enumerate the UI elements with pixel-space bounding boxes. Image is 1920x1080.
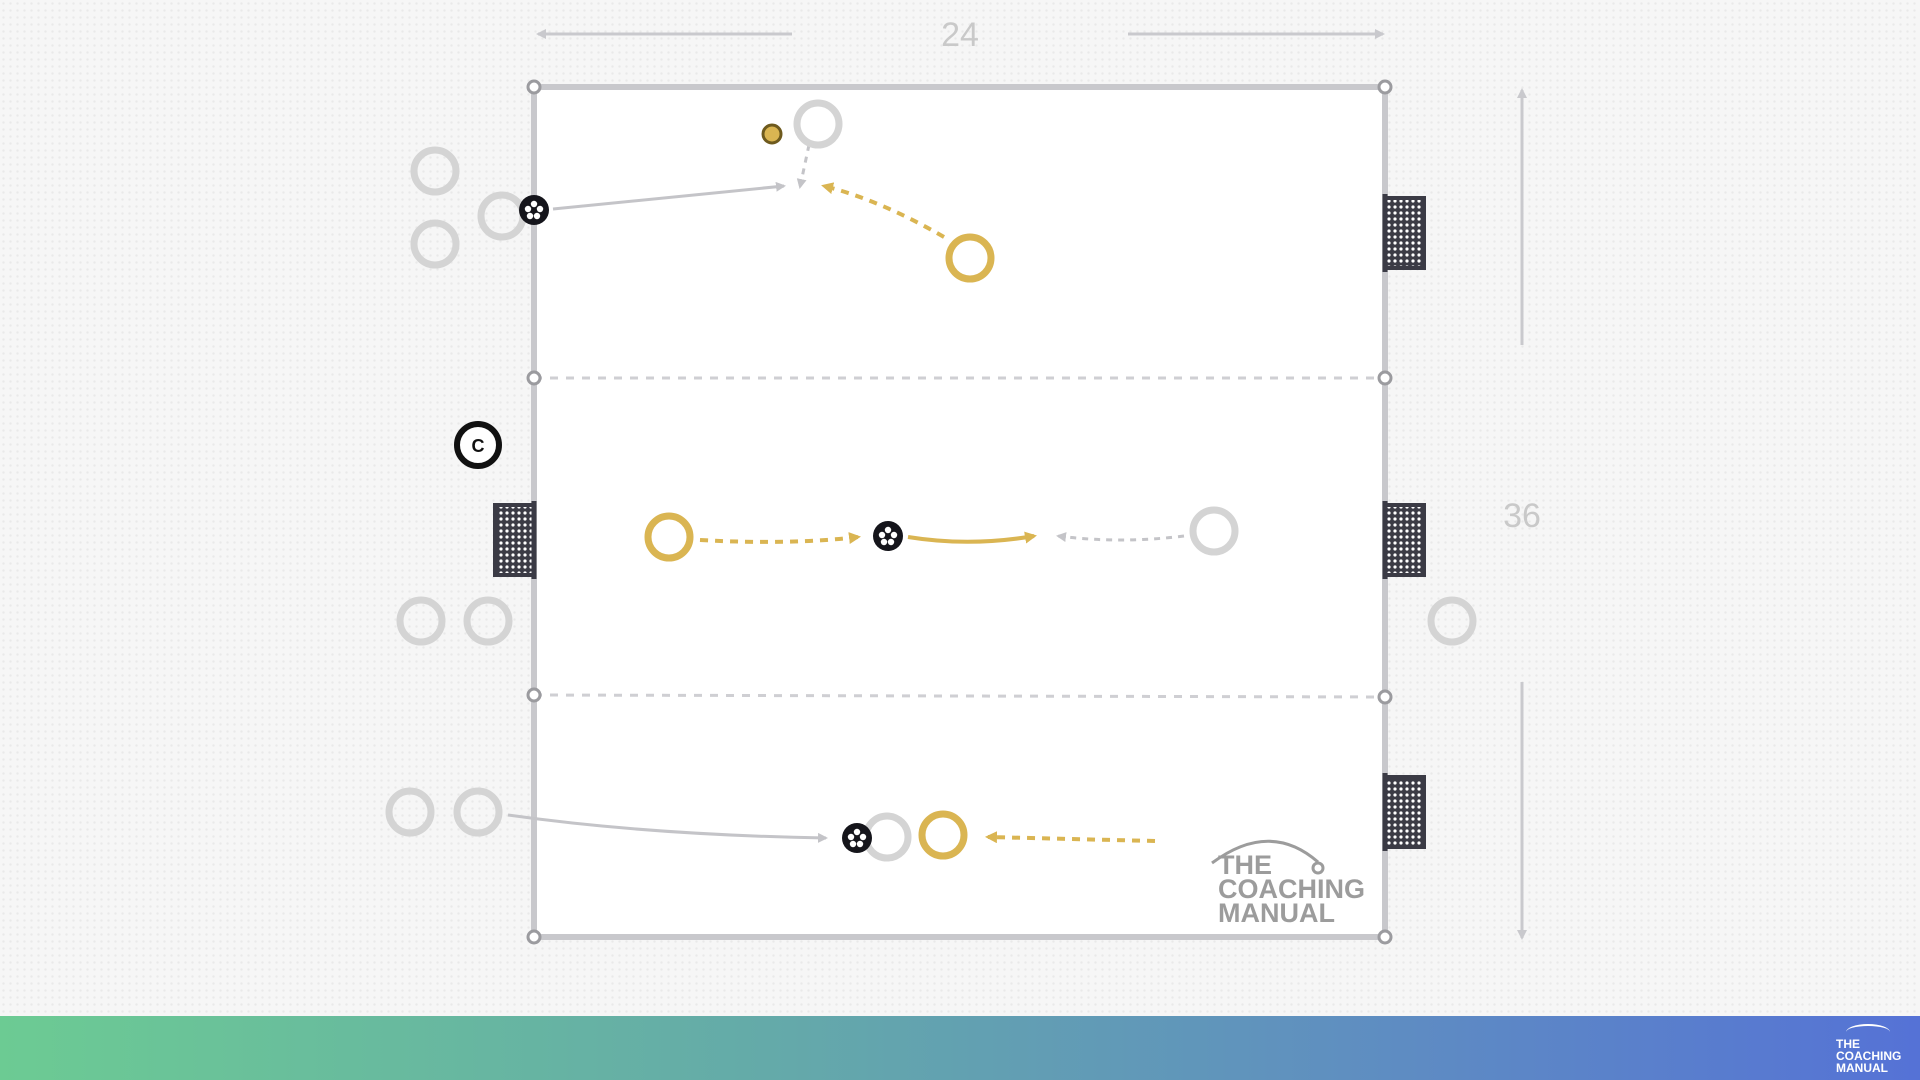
attacker-run	[985, 831, 1156, 844]
length-label: 36	[1503, 497, 1541, 535]
defending-players	[385, 99, 1477, 862]
footer-logo-line-3: MANUAL	[1836, 1061, 1888, 1075]
footer-logo-line-2: COACHING	[1836, 1049, 1902, 1063]
goal-left-middle	[493, 501, 537, 579]
marker-cone	[1377, 79, 1393, 95]
marker-cone	[1377, 689, 1393, 705]
player-defender	[1189, 506, 1239, 556]
width-dimension: 24	[536, 16, 1385, 54]
player-defender	[453, 787, 503, 837]
player-defender	[396, 596, 446, 646]
player-defender	[1427, 596, 1477, 646]
movement-lines	[507, 144, 1185, 844]
player-defender	[410, 219, 460, 269]
footer-logo-line-1: THE	[1836, 1037, 1860, 1051]
attacking-players	[644, 233, 995, 860]
footer-logo: THE COACHING MANUAL	[1836, 1024, 1910, 1074]
goal-right-top	[1382, 194, 1426, 272]
logo-line-2: COACHING	[1218, 874, 1365, 904]
attacker-run	[699, 532, 861, 545]
footer-bar: THE COACHING MANUAL	[0, 1016, 1920, 1080]
player-defender	[410, 146, 460, 196]
player-defender	[463, 596, 513, 646]
ball-icon	[519, 195, 549, 225]
player-attacker	[918, 810, 968, 860]
logo-line-3: MANUAL	[1218, 898, 1335, 928]
coach-marker: C	[454, 421, 502, 469]
goal-right-bottom	[1382, 773, 1426, 851]
goal-right-middle	[1382, 501, 1426, 579]
pass-line	[507, 813, 828, 843]
coach-label: C	[472, 436, 485, 456]
width-label: 24	[941, 16, 979, 54]
marker-cone	[1377, 370, 1393, 386]
pitch	[534, 87, 1385, 937]
player-attacker	[945, 233, 995, 283]
player-defender	[477, 191, 527, 241]
length-dimension: 36	[1503, 88, 1541, 940]
pass-line	[552, 181, 786, 211]
zone-divider-bottom	[533, 693, 1386, 699]
marker-cone	[526, 370, 542, 386]
marker-cone	[1377, 929, 1393, 945]
boundary-markers	[526, 79, 1393, 945]
dribble-line	[907, 531, 1037, 544]
attacker-run	[821, 182, 946, 239]
ball-icon	[842, 823, 872, 853]
defender-run	[1056, 532, 1185, 542]
logo-line-1: THE	[1218, 850, 1272, 880]
session-diagram: 24 36	[385, 16, 1541, 945]
player-defender	[385, 787, 435, 837]
marker-cone	[526, 79, 542, 95]
player-attacker	[644, 512, 694, 562]
marker-cone	[526, 687, 542, 703]
player-defender	[793, 99, 843, 149]
marker-cone	[526, 929, 542, 945]
coaching-manual-logo: THE COACHING MANUAL	[1211, 839, 1365, 928]
ball-icon	[873, 521, 903, 551]
cone-icon	[761, 123, 783, 145]
